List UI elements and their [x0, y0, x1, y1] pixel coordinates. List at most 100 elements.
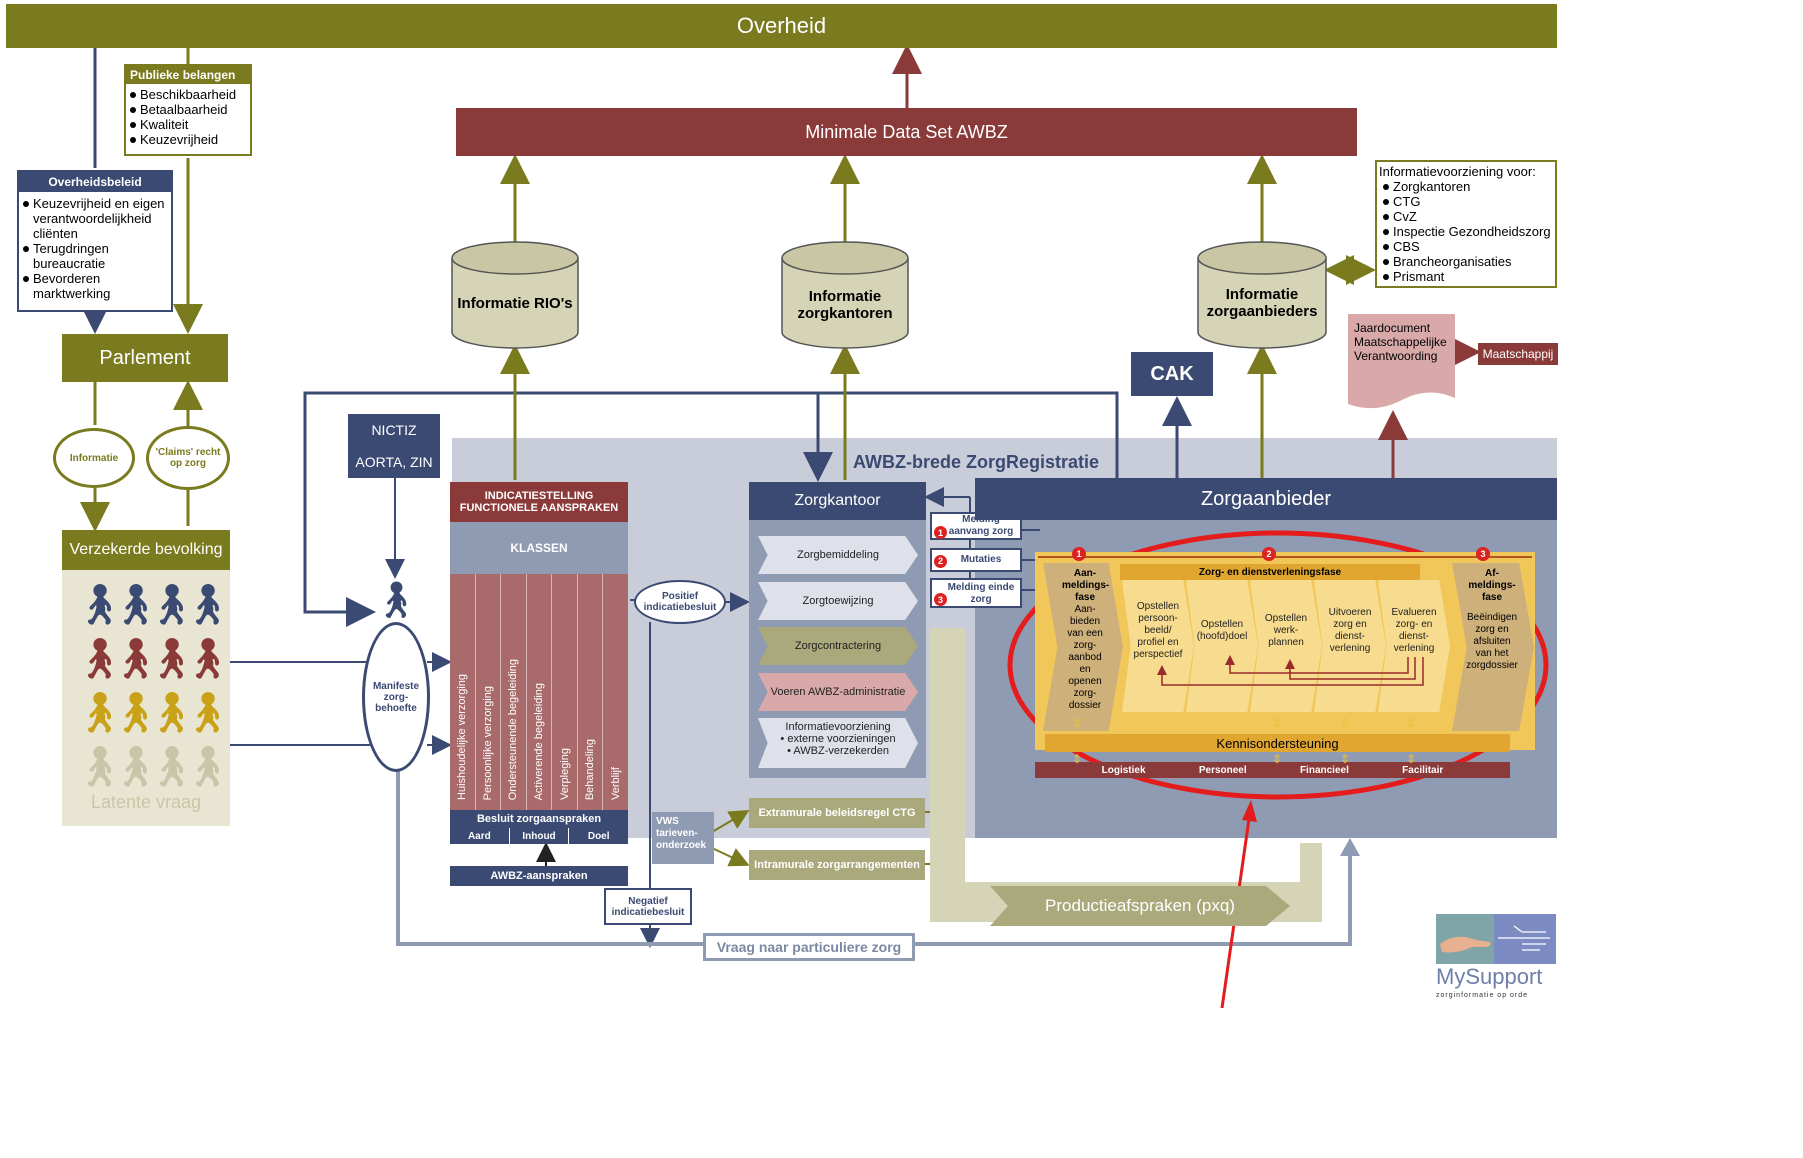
logo-name: MySupport [1436, 964, 1543, 989]
klasse-label: Ondersteunende begeleiding [507, 658, 520, 800]
database-icon [451, 241, 579, 349]
zk-item: Zorgcontractering [758, 627, 918, 665]
klasse-item: Verpleging [552, 574, 578, 810]
melding-label: Melding einde zorg [947, 582, 1015, 605]
phase-num: 2 [1262, 547, 1276, 561]
overheidsbeleid-item: Terugdringen bureaucratie [23, 241, 171, 271]
person-icon: 🚶︎ [182, 637, 233, 681]
klasse-label: Verpleging [558, 748, 571, 800]
productieafspraken-arrow: Productieafspraken (pxq) [990, 886, 1290, 926]
nictiz-box: NICTIZ AORTA, ZIN [348, 414, 440, 478]
hand-icon [1440, 936, 1491, 953]
phase-num: 1 [1072, 547, 1086, 561]
vraag-particulier-box: Vraag naar particuliere zorg [703, 933, 915, 961]
up-down-arrow-icon: ⇕ [1340, 752, 1351, 766]
fase2-step: Opstellen werk-plannen [1250, 580, 1322, 712]
klasse-label: Huishoudelijke verzorging [456, 674, 469, 800]
klasse-label: Verblijf [609, 766, 622, 800]
person-icon: 🚶︎ [146, 637, 197, 681]
digital-hand-icon [1498, 925, 1550, 951]
person-icon: 🚶︎ [146, 745, 197, 789]
zk-item: Voeren AWBZ-administratie [758, 673, 918, 711]
fase2-step: Uitvoeren zorg en dienst-verlening [1314, 580, 1386, 712]
person-icon: 🚶︎ [182, 583, 233, 627]
zk-info-item-text: externe voorzieningen [787, 733, 896, 745]
person-icon: 🚶︎ [74, 745, 125, 789]
melding-num: 1 [934, 526, 947, 539]
feedback-loops [1157, 655, 1424, 686]
zk-info-item: • externe voorzieningen [780, 733, 896, 745]
zorgaanbieder-header: Zorgaanbieder [975, 478, 1557, 520]
jaardocument: Jaardocument Maatschappelijke Verantwoor… [1348, 314, 1455, 414]
manifeste-oval: Manifeste zorg-behoefte [362, 622, 430, 772]
maatschappij-box: Maatschappij [1478, 343, 1558, 365]
db-zorgkantoren-label: Informatie zorgkantoren [797, 288, 893, 322]
overheidsbeleid-item: Bevorderen marktwerking [23, 271, 171, 301]
up-down-arrow-icon: ⇕ [1072, 752, 1083, 766]
intramurale-box: Intramurale zorgarrangementen [749, 850, 925, 880]
klassen-list: Huishoudelijke verzorging Persoonlijke v… [450, 574, 628, 810]
infovoorziening-item: Zorgkantoren [1383, 179, 1553, 194]
fase2-step: Evalueren zorg- en dienst-verlening [1378, 580, 1450, 712]
klasse-item: Verblijf [603, 574, 628, 810]
vws-box: VWS tarieven-onderzoek [652, 812, 714, 864]
positief-oval: Positief indicatiebesluit [634, 580, 726, 624]
indicatiestelling-header: INDICATIESTELLING FUNCTIONELE AANSPRAKEN [450, 482, 628, 522]
infovoorziening-box: Informatievoorziening voor: Zorgkantoren… [1375, 160, 1557, 288]
infovoorziening-item: CBS [1383, 239, 1553, 254]
fase3-text: Beëindigen zorg en afsluiten van het zor… [1466, 612, 1518, 671]
overheidsbeleid-box: Overheidsbeleid Keuzevrijheid en eigen v… [17, 170, 173, 312]
verzekerde-bevolking-header: Verzekerde bevolking [62, 530, 230, 570]
zk-item: Zorgbemiddeling [758, 536, 918, 574]
person-icon: 🚶︎ [146, 691, 197, 735]
klassen-header: KLASSEN [450, 522, 628, 574]
support-bar: Logistiek Personeel Financieel Facilitai… [1035, 762, 1510, 778]
phase-num: 3 [1476, 547, 1490, 561]
besluit-col: Aard [450, 828, 510, 844]
support-item: Personeel [1198, 764, 1247, 776]
klasse-label: Behandeling [584, 738, 597, 800]
nictiz-line1: NICTIZ [371, 422, 417, 438]
up-down-arrow-icon: ⇕ [1406, 716, 1417, 730]
person-icon: 🚶︎ [110, 691, 161, 735]
negatief-box: Negatief indicatiebesluit [604, 888, 692, 925]
hand-photo [1436, 914, 1494, 964]
db-zorgaanbieders-label: Informatie zorgaanbieders [1206, 286, 1318, 320]
overheidsbeleid-item: Keuzevrijheid en eigen verantwoordelijkh… [23, 196, 171, 241]
person-icon: 🚶︎ [146, 583, 197, 627]
jaardocument-label: Jaardocument Maatschappelijke Verantwoor… [1354, 321, 1447, 363]
up-down-arrow-icon: ⇕ [1406, 752, 1417, 766]
support-item: Facilitair [1402, 764, 1444, 776]
mysupport-logo: MySupport zorginformatie op orde [1434, 914, 1558, 1006]
zorgkantoor-header: Zorgkantoor [749, 482, 926, 520]
person-icon: 🚶︎ [110, 583, 161, 627]
awbz-brede-label: AWBZ-brede ZorgRegistratie [853, 452, 1100, 472]
klasse-item: Ondersteunende begeleiding [501, 574, 527, 810]
fase2-title: Zorg- en dienstverleningsfase [1120, 564, 1420, 580]
klasse-label: Persoonlijke verzorging [481, 685, 494, 800]
up-down-arrow-icon: ⇕ [1340, 716, 1351, 730]
support-item: Financieel [1299, 764, 1349, 776]
publieke-belangen-box: Publieke belangen Beschikbaarheid Betaal… [124, 64, 252, 156]
person-icon: 🚶︎ [74, 691, 125, 735]
overheid-banner: Overheid [6, 4, 1557, 48]
database-icon [781, 241, 909, 349]
besluit-col: Doel [587, 830, 610, 842]
person-icon: 🚶︎ [74, 637, 125, 681]
fase1-text: Aan-bieden van een zorg-aanbod en openen… [1067, 604, 1103, 711]
klasse-item: Persoonlijke verzorging [476, 574, 502, 810]
fase2-step: Opstellen persoon-beeld/ profiel en pers… [1122, 580, 1194, 712]
db-zorgkantoren: Informatie zorgkantoren [780, 240, 910, 350]
up-down-arrow-icon: ⇕ [1272, 716, 1283, 730]
zk-info-title: Informatievoorziening [785, 721, 891, 733]
zk-info-item-text: AWBZ-verzekerden [793, 745, 889, 757]
claims-oval: 'Claims' recht op zorg [146, 426, 230, 490]
db-zorgaanbieders: Informatie zorgaanbieders [1196, 240, 1328, 350]
up-down-arrow-icon: ⇕ [1072, 716, 1083, 730]
besluit-col: Inhoud [510, 828, 570, 844]
kennis-bar: Kennisondersteuning [1045, 734, 1510, 752]
infovoorziening-item: Inspectie Gezondheidszorg [1383, 224, 1553, 239]
informatie-oval: Informatie [53, 428, 135, 488]
extramurale-box: Extramurale beleidsregel CTG [749, 798, 925, 828]
infovoorziening-item: Brancheorganisaties [1383, 254, 1553, 269]
